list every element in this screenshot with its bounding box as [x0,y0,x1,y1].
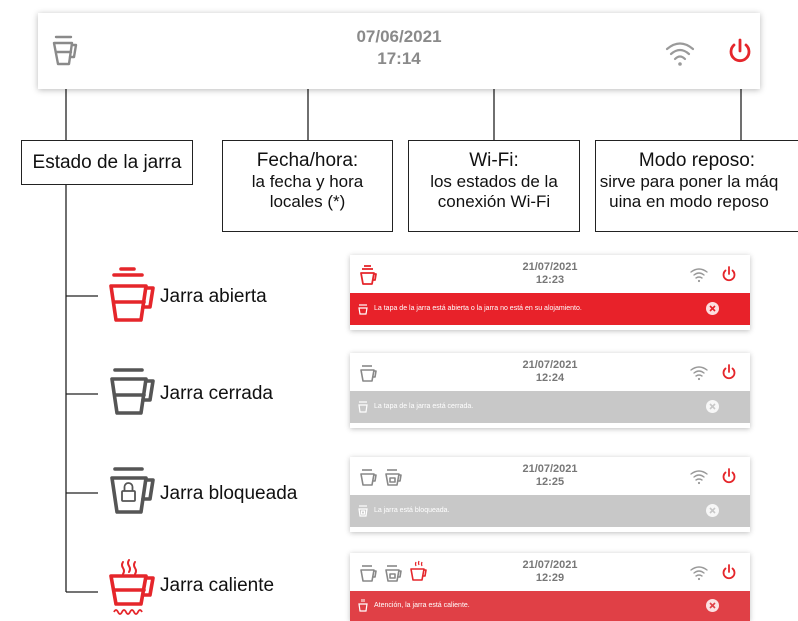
callout-wifi: Wi-Fi: los estados de la conexión Wi-Fi [408,140,580,232]
jug-locked-icon [385,469,402,486]
close-icon[interactable] [706,302,719,315]
power-icon[interactable] [722,266,736,282]
callout-title: Estado de la jarra [32,152,182,173]
state-label: Jarra abierta [160,286,267,307]
message-bar: Atención, la jarra está caliente. [350,591,750,621]
jug-open-icon [358,304,368,315]
example-panel-locked: 21/07/2021 12:25 La jarra está bloqueada… [350,457,750,532]
panel-date: 21/07/2021 [522,463,578,475]
power-icon[interactable] [722,468,736,484]
example-panel-open: 21/07/2021 12:23 La tapa de la jarra est… [350,255,750,330]
panel-time: 12:25 [535,476,565,488]
callout-datetime: Fecha/hora: la fecha y hora locales (*) [222,140,393,232]
callout-title: Modo reposo: [638,150,756,171]
jug-hot-icon [358,599,368,612]
panel-date: 21/07/2021 [522,559,578,571]
close-icon[interactable] [706,400,719,413]
jug-closed-icon [360,365,377,382]
wifi-icon[interactable] [690,469,708,485]
close-icon[interactable] [706,599,719,612]
power-icon[interactable] [722,364,736,380]
message-bar: La jarra está bloqueada. [350,495,750,527]
callout-title: Fecha/hora: [256,150,359,171]
status-bar: 07/06/2021 17:14 [38,13,760,89]
power-icon[interactable] [722,564,736,580]
message-text: La tapa de la jarra está cerrada. [374,403,474,410]
panel-date: 21/07/2021 [522,359,578,371]
jug-locked-icon [110,467,155,514]
jug-hot-icon [410,560,427,581]
jug-locked-icon [385,565,402,582]
state-label: Jarra cerrada [160,383,273,404]
message-text: La tapa de la jarra está abierta o la ja… [374,305,582,312]
callout-title: Wi-Fi: [469,150,519,171]
message-text: Atención, la jarra está caliente. [374,602,470,609]
status-date: 07/06/2021 [356,27,442,46]
callout-description: la fecha y hora locales (*) [251,172,364,211]
callout-description: los estados de la conexión Wi-Fi [430,172,558,211]
wifi-icon[interactable] [690,565,708,581]
wifi-icon[interactable] [690,267,708,283]
state-label: Jarra bloqueada [160,483,298,504]
panel-time: 12:29 [535,572,565,584]
jug-closed-icon [358,401,368,413]
panel-date: 21/07/2021 [522,261,578,273]
callout-jug-state: Estado de la jarra [21,140,193,185]
callout-description: sirve para poner la máquina en modo repo… [599,172,779,211]
panel-time: 12:24 [535,372,565,384]
wifi-icon[interactable] [690,365,708,381]
status-time: 17:14 [377,49,421,68]
wifi-icon[interactable] [665,40,695,66]
message-bar: La tapa de la jarra está cerrada. [350,391,750,423]
state-label: Jarra caliente [160,575,275,596]
jug-closed-icon [360,565,377,582]
jug-open-icon [109,267,155,322]
close-icon[interactable] [706,504,719,517]
jug-closed-icon [110,368,155,415]
jug-hot-icon [109,559,155,615]
example-panel-closed: 21/07/2021 12:24 La tapa de la jarra est… [350,353,750,428]
jug-closed-icon [360,469,377,486]
jug-open-icon [360,265,377,285]
callout-standby: Modo reposo: sirve para poner la máquina… [595,140,798,232]
jug-locked-icon [358,505,368,517]
message-bar: La tapa de la jarra está abierta o la ja… [350,293,750,325]
panel-time: 12:23 [535,274,565,286]
example-panel-hot: 21/07/2021 12:29 Atención, la jarra está… [350,553,750,621]
power-icon[interactable] [728,38,752,64]
message-text: La jarra está bloqueada. [374,507,450,514]
jug-icon [52,35,78,66]
